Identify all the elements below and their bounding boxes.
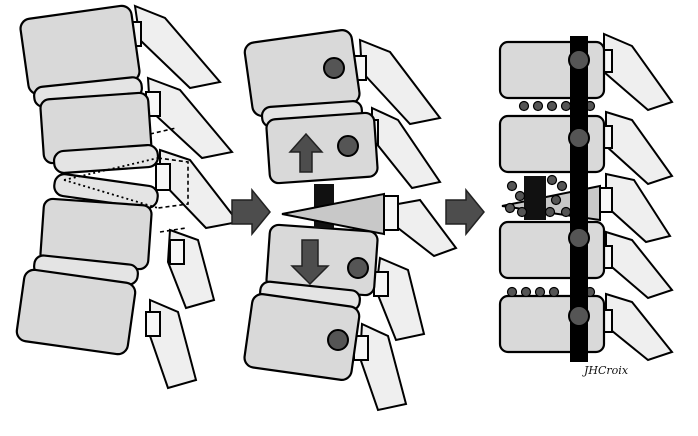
spacer-block: [524, 176, 546, 220]
disc: [52, 143, 160, 175]
vertebral-body: [243, 293, 361, 381]
arrow-up-icon: [288, 132, 324, 173]
wedge-resection-outline: [63, 127, 189, 233]
panel-2-resection-and-correction: [243, 29, 458, 412]
pedicle-screw: [568, 127, 590, 149]
pedicle-screw: [568, 305, 590, 327]
transition-arrow-2: [445, 187, 485, 237]
vertebral-body: [498, 40, 606, 100]
pedicle-screw: [347, 257, 369, 279]
pedicle-screw: [568, 49, 590, 71]
artist-signature: JHCroix: [582, 364, 629, 377]
pedicle-screws: [323, 57, 369, 351]
pedicle-screw: [323, 57, 345, 79]
panel-3-fixation: JHCroix: [498, 32, 674, 377]
pedicle-screw: [327, 329, 349, 351]
pedicle-screw: [568, 227, 590, 249]
vertebral-body: [265, 111, 379, 185]
pedicle-screw: [337, 135, 359, 157]
vertebral-body: [498, 220, 606, 280]
vertebral-body: [498, 114, 606, 174]
wedge-bone-segment: [281, 192, 458, 258]
posterior-processes: [599, 32, 674, 362]
vertebral-body: [15, 268, 137, 356]
rod: [570, 36, 588, 362]
wedge-facet: [383, 195, 399, 231]
transition-arrow-1: [231, 187, 271, 237]
vertebral-column: [15, 4, 160, 356]
panel-1-deformity: [15, 4, 240, 390]
arrow-down-icon: [290, 239, 330, 286]
vertebral-body: [498, 294, 606, 354]
pedicle-screws: [568, 49, 590, 327]
